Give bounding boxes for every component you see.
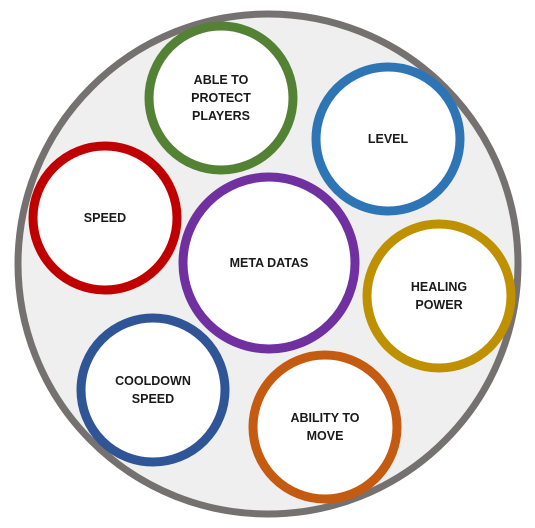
node-level: LEVEL [311, 62, 465, 216]
center-node-meta-datas: META DATAS [178, 172, 360, 354]
center-node-label: META DATAS [230, 256, 309, 270]
node-level-label: LEVEL [368, 132, 409, 146]
node-speed-label: SPEED [84, 211, 126, 225]
center-node-circle [178, 172, 360, 354]
node-move-circle [248, 350, 402, 504]
node-protect-circle [144, 21, 298, 175]
node-cooldown-circle [76, 313, 230, 467]
node-speed: SPEED [28, 141, 182, 295]
node-speed-circle [28, 141, 182, 295]
node-level-circle [311, 62, 465, 216]
node-healing-circle [362, 219, 516, 373]
